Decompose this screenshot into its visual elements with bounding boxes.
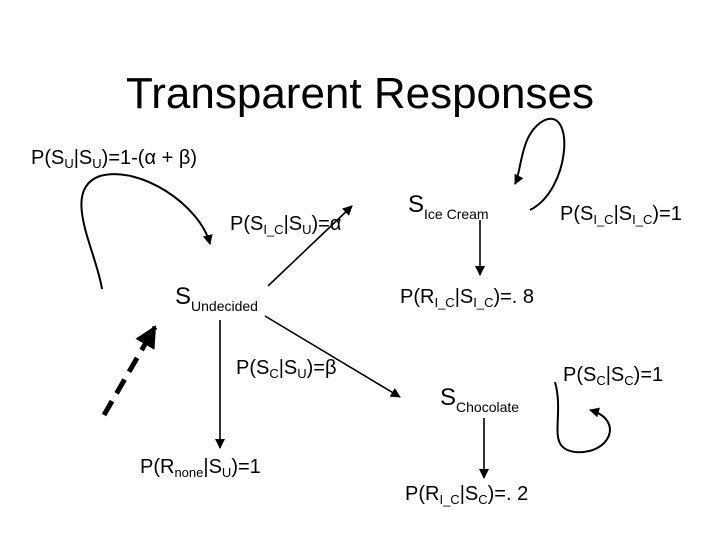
start-dashed-arrow xyxy=(101,325,158,417)
slide-title: Transparent Responses xyxy=(126,69,594,118)
state-chocolate: SChocolate xyxy=(440,384,520,415)
state-undecided: SUndecided xyxy=(175,283,258,314)
label-p-sic-given-su: P(SI_C|SU)=α xyxy=(230,213,342,237)
label-p-su-given-su: P(SU|SU)=1-(α + β) xyxy=(31,147,198,171)
undecided-self-loop-arrow xyxy=(80,173,213,290)
label-p-sic-given-sic: P(SI_C|SI_C)=1 xyxy=(560,203,682,227)
chocolate-self-loop-arrow xyxy=(554,381,611,454)
label-p-ric-given-sc: P(RI_C|SC)=. 2 xyxy=(405,483,529,507)
undecided-to-chocolate-arrow xyxy=(264,315,401,398)
label-p-ric-given-sic: P(RI_C|SI_C)=. 8 xyxy=(400,286,535,310)
icecream-self-loop-arrow xyxy=(514,117,566,211)
label-p-sc-given-sc: P(SC|SC)=1 xyxy=(563,364,664,388)
undecided-to-icecream-arrow xyxy=(267,205,353,287)
label-p-rnone-given-su: P(Rnone|SU)=1 xyxy=(140,456,261,480)
label-p-sc-given-su: P(SC|SU)=β xyxy=(236,357,337,381)
state-ice-cream: SIce Cream xyxy=(408,191,489,222)
